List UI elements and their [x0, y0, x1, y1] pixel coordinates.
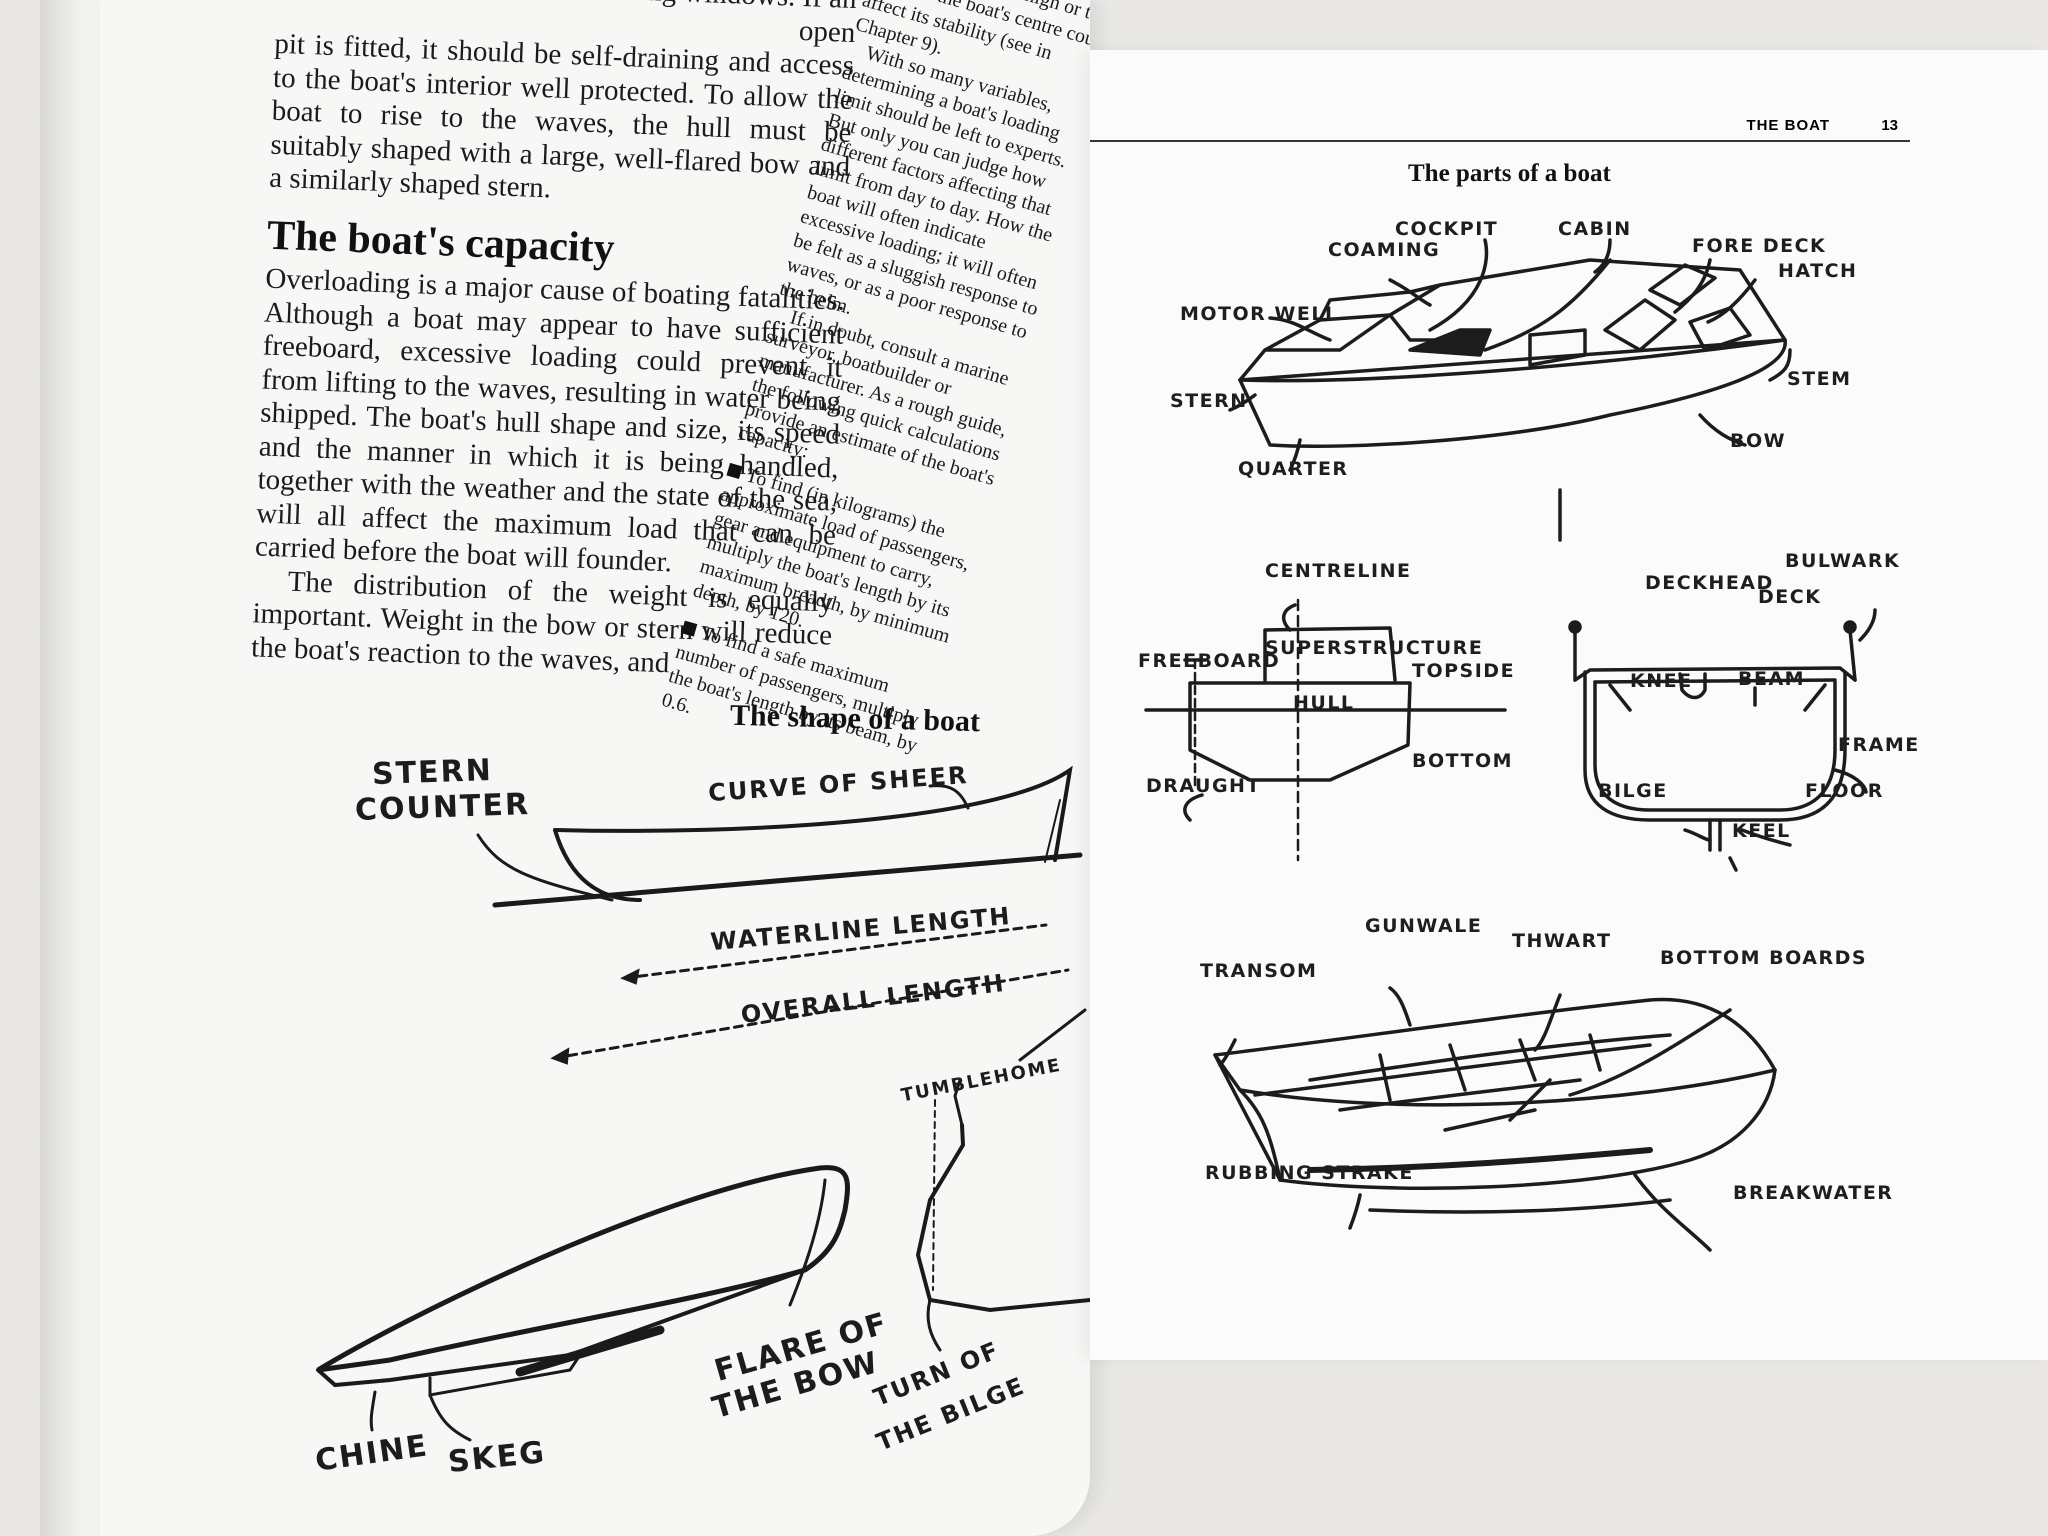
label-hull: HULL	[1293, 692, 1355, 714]
boat-shape-illustration	[316, 765, 1090, 1442]
label-frame: FRAME	[1838, 734, 1920, 756]
label-deck: DECK	[1758, 586, 1822, 608]
label-hatch: HATCH	[1778, 260, 1858, 282]
label-floor: FLOOR	[1805, 780, 1884, 802]
label-beam: BEAM	[1738, 668, 1806, 690]
label-transom: TRANSOM	[1200, 960, 1318, 982]
label-counter: COUNTER	[354, 786, 531, 829]
label-bottom-boards: BOTTOM BOARDS	[1660, 947, 1868, 969]
label-breakwater: BREAKWATER	[1733, 1182, 1894, 1204]
label-cockpit: COCKPIT	[1395, 218, 1499, 240]
right-page: THE BOAT 13 The parts of a boat	[1090, 50, 2048, 1360]
running-head-title: THE BOAT	[1746, 117, 1830, 134]
label-quarter: QUARTER	[1238, 458, 1349, 480]
label-centreline: CENTRELINE	[1265, 560, 1412, 582]
label-bow: BOW	[1730, 430, 1787, 452]
label-bottom: BOTTOM	[1412, 750, 1514, 772]
left-page: cockpit is protected with strong windows…	[100, 0, 1090, 1536]
label-fore-deck: FORE DECK	[1692, 235, 1827, 257]
label-stern-top: STERN	[1170, 390, 1248, 412]
label-coaming: COAMING	[1328, 239, 1441, 261]
label-keel: KEEL	[1732, 820, 1791, 842]
label-rubbing-strake: RUBBING STRAKE	[1205, 1162, 1414, 1184]
parts-illustration	[1144, 238, 1877, 1252]
label-bilge: BILGE	[1598, 780, 1668, 802]
label-bulwark: BULWARK	[1785, 550, 1901, 572]
label-thwart: THWART	[1512, 930, 1612, 952]
label-stern: STERN	[371, 752, 494, 793]
label-stem: STEM	[1787, 368, 1852, 390]
running-head: THE BOAT 13	[1090, 110, 1910, 142]
label-motor-well: MOTOR WELL	[1180, 303, 1339, 325]
label-knee: KNEE	[1630, 670, 1693, 692]
label-freeboard: FREEBOARD	[1138, 650, 1281, 672]
label-deckhead: DECKHEAD	[1645, 572, 1774, 594]
label-cabin: CABIN	[1558, 218, 1632, 240]
label-draught: DRAUGHT	[1146, 775, 1261, 797]
label-superstructure: SUPERSTRUCTURE	[1265, 637, 1484, 659]
label-topside: TOPSIDE	[1412, 660, 1516, 682]
label-gunwale: GUNWALE	[1365, 915, 1483, 937]
page-number: 13	[1881, 117, 1898, 134]
page-edge	[40, 0, 110, 1536]
parts-figure-title: The parts of a boat	[1408, 160, 1611, 187]
